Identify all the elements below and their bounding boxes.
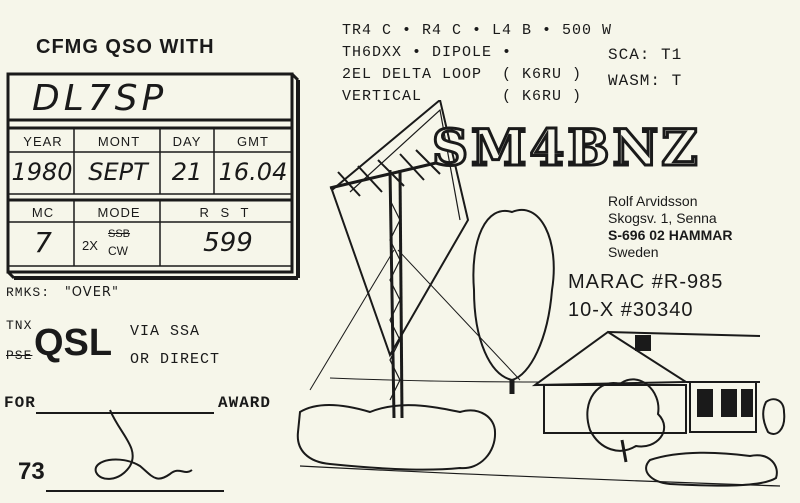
via-ssa: VIA SSA [130,323,201,340]
gmt-label: GMT [237,134,269,149]
gmt-value: 16.04 [218,158,288,186]
remarks: RMKS: "OVER" [6,285,119,300]
tenx-number: 10-X #30340 [568,299,694,321]
club-memberships: MARAC #R-985 10-X #30340 [568,268,723,324]
remarks-label: RMKS: [6,285,51,300]
pse-label: PSE [6,348,33,363]
day-label: DAY [172,134,202,149]
log-box-grid [6,72,300,280]
to-callsign: DL7SP [32,78,168,119]
mode-prefix: 2X [82,238,98,253]
signature-line [46,490,224,492]
rig-line: TH6DXX • DIPOLE • [342,44,513,61]
qsl-via: VIA SSA OR DIRECT [130,318,220,374]
rig-details: TR4 C • R4 C • L4 B • 500 W TH6DXX • DIP… [342,20,612,108]
street: Skogsv. 1, Senna [608,210,717,226]
qso-with-heading: CFMG QSO WITH [36,36,215,58]
remarks-text: "OVER" [64,285,119,300]
day-value: 21 [171,158,203,186]
mode-struck: SSB [108,228,131,240]
month-label: MONT [97,134,141,149]
seventy-three: 73 [18,458,45,485]
wasm-award: WASM: T [608,72,683,90]
month-value: SEPT [88,158,148,186]
year-value: 1980 [11,158,73,186]
mc-value: 7 [34,226,52,259]
sca-award: SCA: T1 [608,46,683,64]
rst-value: 599 [203,228,253,258]
qsl-word: QSL [34,322,113,364]
or-direct: OR DIRECT [130,351,221,368]
country: Sweden [608,244,659,260]
award-line [36,412,214,414]
rig-line: TR4 C • R4 C • L4 B • 500 W [342,22,613,39]
mode-label: MODE [97,205,141,220]
award-label: AWARD [218,394,272,412]
postal-city: S-696 02 HAMMAR [608,227,733,243]
station-address: Rolf Arvidsson Skogsv. 1, Senna S-696 02… [608,193,732,261]
awards-list: SCA: T1 WASM: T [608,42,682,94]
antenna-house-illustration [296,100,786,487]
mode-value: CW [108,244,128,258]
qso-log-box: DL7SP YEAR MONT DAY GMT 1980 SEPT 21 16.… [4,72,300,280]
operator-name: Rolf Arvidsson [608,193,698,209]
rig-line: 2EL DELTA LOOP ( K6RU ) [342,66,583,83]
rig-line: VERTICAL ( K6RU ) [342,88,583,105]
marac-number: MARAC #R-985 [568,271,724,293]
station-callsign: SM4BNZ [431,117,701,179]
rst-label: R S T [199,205,253,220]
tnx-label: TNX [6,318,33,333]
for-label: FOR [4,394,36,412]
year-label: YEAR [23,134,63,149]
mc-label: MC [31,205,55,220]
signature-mark [94,409,193,480]
